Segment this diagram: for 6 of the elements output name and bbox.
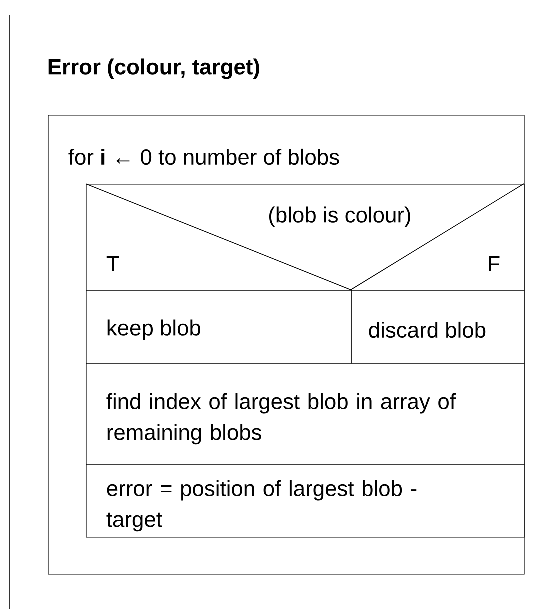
process-block: error = position of largest blob - target (86, 464, 525, 538)
process-block: find index of largest blob in array of remaining blobs (86, 363, 525, 465)
diagram-title: Error (colour, target) (48, 58, 260, 80)
decision-block: (blob is colour) T F (86, 184, 525, 291)
process-block: discard blob (351, 290, 525, 364)
process-block: keep blob (86, 290, 352, 364)
